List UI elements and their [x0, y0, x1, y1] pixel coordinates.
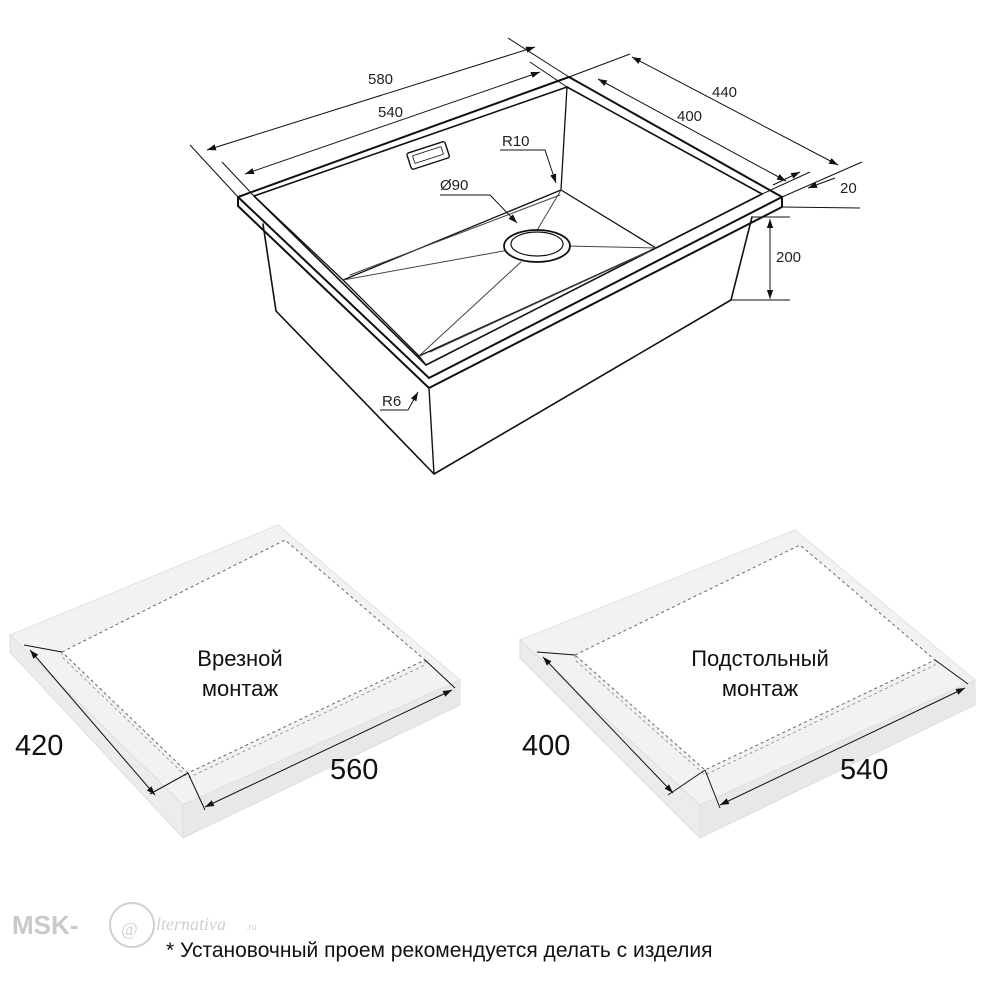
dim-400-label: 400	[677, 108, 702, 125]
r6-leader	[380, 391, 419, 411]
dim-560-line	[204, 689, 453, 808]
cutout-overmount: Врезной монтаж 420 560	[9, 524, 461, 840]
cutout-undermount: Подстольный монтаж 400 540	[519, 529, 976, 840]
dim-20-line-a	[772, 171, 801, 186]
dim-400-line	[597, 78, 787, 182]
svg-text:MSK-: MSK-	[12, 910, 78, 940]
dim-420-line	[29, 649, 156, 796]
dim-540-mount-label: 540	[840, 754, 888, 786]
dim-560-label: 560	[330, 754, 378, 786]
dim-580-label: 580	[368, 71, 393, 88]
sink-bowl-bottom	[342, 189, 657, 357]
cutout-label-2-line1: Подстольный	[691, 646, 829, 671]
sink-body-outline	[262, 216, 753, 475]
dim-540-label: 540	[378, 104, 403, 121]
dim-400-mount-label: 400	[522, 730, 570, 762]
drain-inner	[510, 231, 564, 257]
dim-400-mount-line	[542, 656, 674, 794]
dim-580-line	[206, 46, 536, 151]
d90-leader	[440, 194, 518, 224]
dim-200-label: 200	[776, 249, 801, 266]
footnote: * Установочный проем рекомендуется делат…	[166, 939, 712, 962]
dim-440-line	[631, 56, 839, 166]
sink-dimension-labels: 580 540 440 400 20 200 R10 Ø90 R6	[368, 71, 857, 410]
svg-text:lternativa: lternativa	[156, 914, 226, 934]
drain-outer	[503, 229, 571, 263]
svg-text:@: @	[121, 919, 138, 939]
cutout-label-2-line2: монтаж	[722, 676, 799, 701]
watermark: MSK- @ lternativa .ru	[12, 902, 257, 948]
r10-leader	[500, 149, 557, 184]
d90-label: Ø90	[440, 177, 468, 194]
dim-20-label: 20	[840, 180, 857, 197]
sink-dimensions	[189, 37, 863, 411]
dim-20-line-b	[807, 177, 836, 189]
sink-rim-inner	[253, 86, 763, 366]
svg-text:.ru: .ru	[246, 922, 257, 932]
dim-440-label: 440	[712, 84, 737, 101]
r10-label: R10	[502, 133, 530, 150]
cutout-label-1-line1: Врезной	[197, 646, 282, 671]
dim-420-label: 420	[15, 730, 63, 762]
dim-540-line	[244, 71, 541, 175]
cutout-label-1-line2: монтаж	[202, 676, 279, 701]
r6-label: R6	[382, 393, 401, 410]
dim-540-mount-line	[719, 687, 966, 806]
sink-body-edge	[428, 387, 435, 475]
